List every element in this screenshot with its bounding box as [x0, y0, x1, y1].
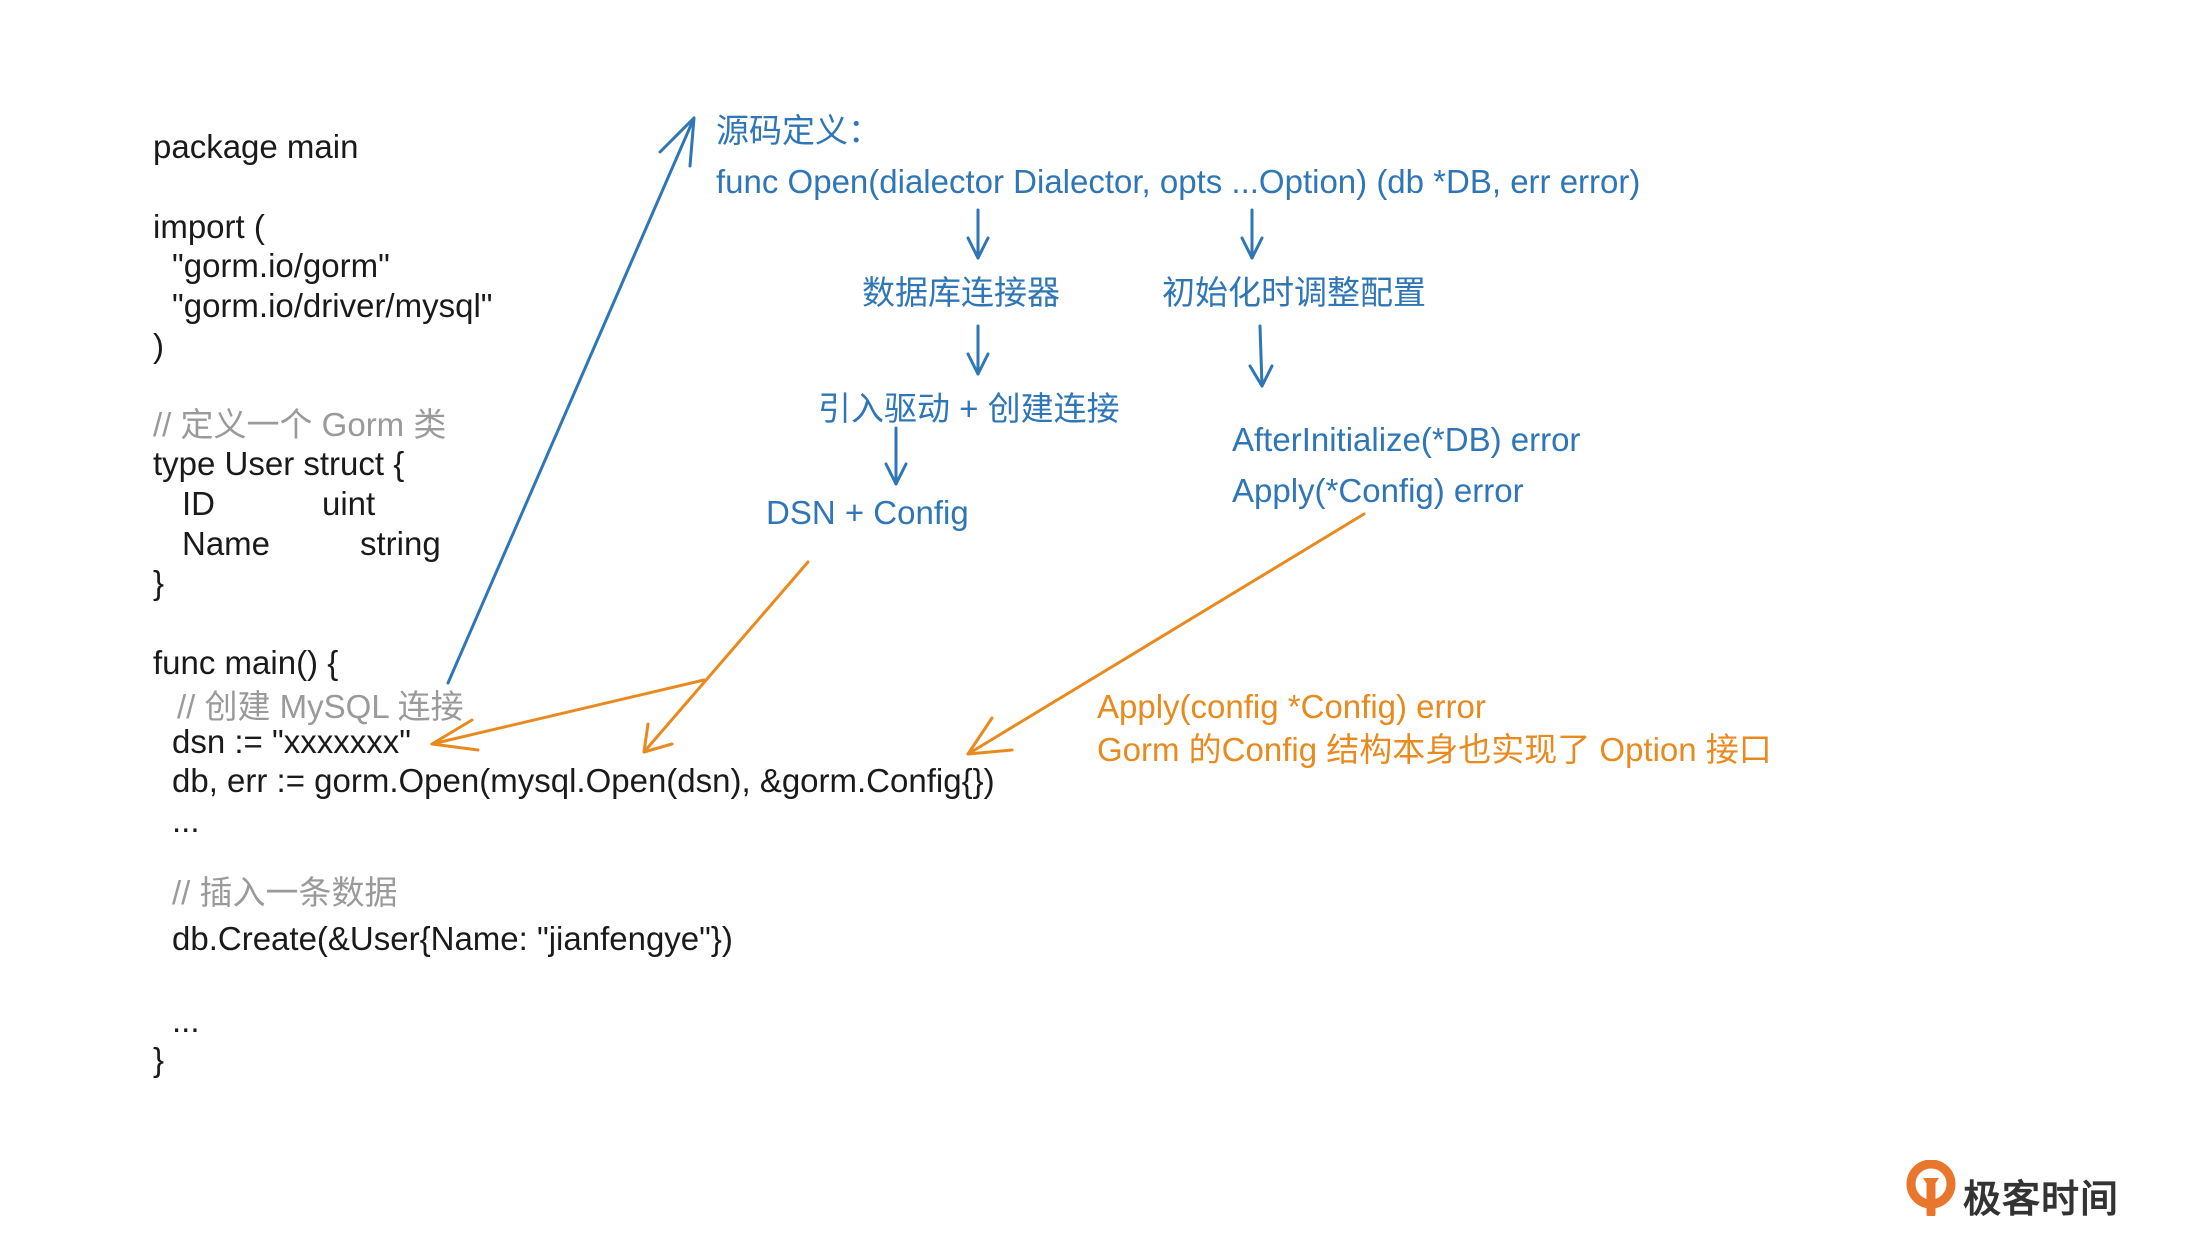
arrow-dsn-to-open — [642, 560, 810, 754]
arrow-signature-to-dialector — [966, 208, 990, 260]
annotation-source-title: 源码定义： — [716, 112, 881, 149]
annotation-dsn-config: DSN + Config — [766, 494, 969, 531]
code-comment-insert: // 插入一条数据 — [172, 874, 398, 911]
code-import-close: ) — [153, 327, 164, 364]
brand-logo: 极客时间 — [1905, 1158, 2165, 1221]
arrow-apply-to-config — [966, 512, 1366, 756]
code-ellipsis-2: ... — [172, 1002, 200, 1039]
code-comment-connect: // 创建 MySQL 连接 — [177, 688, 464, 725]
code-package: package main — [153, 128, 359, 165]
annotation-open-signature: func Open(dialector Dialector, opts ...O… — [716, 163, 1641, 200]
brand-name: 极客时间 — [1963, 1179, 2120, 1221]
annotation-driver-desc: 引入驱动 + 创建连接 — [818, 390, 1120, 427]
code-field-name-type: string — [360, 525, 441, 562]
arrow-mysql-open-to-dsn — [430, 678, 706, 752]
arrow-code-to-source — [446, 116, 696, 685]
code-type-user: type User struct { — [153, 445, 405, 482]
arrow-option-to-methods — [1248, 324, 1274, 388]
code-open-line: db, err := gorm.Open(mysql.Open(dsn), &g… — [172, 762, 995, 799]
code-main-close: } — [153, 1041, 165, 1078]
annotation-config-note: Gorm 的Config 结构本身也实现了 Option 接口 — [1097, 731, 1772, 768]
annotation-option-desc: 初始化时调整配置 — [1162, 274, 1426, 311]
code-ellipsis-1: ... — [172, 802, 200, 839]
code-import-open: import ( — [153, 208, 265, 245]
code-import-gorm: "gorm.io/gorm" — [172, 247, 390, 284]
code-field-id-type: uint — [322, 485, 376, 522]
code-dsn-line: dsn := "xxxxxxx" — [172, 723, 411, 760]
code-import-mysql: "gorm.io/driver/mysql" — [172, 287, 493, 324]
annotation-apply-method: Apply(*Config) error — [1232, 472, 1524, 509]
code-create-line: db.Create(&User{Name: "jianfengye"}) — [172, 920, 733, 957]
annotation-after-initialize: AfterInitialize(*DB) error — [1232, 421, 1581, 458]
code-struct-close: } — [153, 564, 165, 601]
arrow-signature-to-option — [1240, 208, 1264, 260]
arrow-driver-to-dsn — [884, 426, 908, 486]
arrow-dialector-to-driver — [966, 324, 990, 376]
annotation-dialector-desc: 数据库连接器 — [862, 274, 1060, 311]
annotation-config-apply: Apply(config *Config) error — [1097, 688, 1486, 725]
code-func-main: func main() { — [153, 644, 339, 681]
code-field-name-name: Name — [182, 525, 271, 562]
code-field-id-name: ID — [182, 485, 215, 522]
brand-logo-icon — [1906, 1160, 1956, 1216]
code-comment-define: // 定义一个 Gorm 类 — [153, 406, 447, 443]
